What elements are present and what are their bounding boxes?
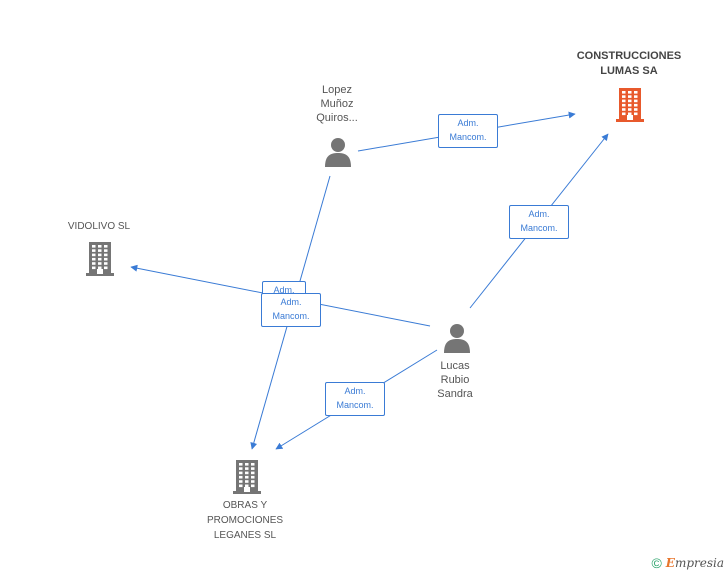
vidolivo-building-icon[interactable] [84, 240, 116, 281]
vidolivo-label[interactable]: VIDOLIVO SL [67, 220, 131, 232]
lopez-label[interactable]: Lopez Muñoz Quiros... [316, 84, 358, 124]
lucas-person-icon[interactable] [442, 323, 472, 358]
construcciones-label[interactable]: CONSTRUCCIONES LUMAS SA [576, 50, 682, 77]
edge-label-lopez-construcciones[interactable]: Adm. Mancom. [438, 114, 498, 148]
footer-brand: © Empresia [651, 555, 724, 571]
edge-label-lopez-obras[interactable]: Adm. Mancom. [261, 293, 321, 327]
lopez-person-icon[interactable] [323, 137, 353, 172]
edge-label-lucas-obras[interactable]: Adm. Mancom. [325, 382, 385, 416]
brand-logo[interactable]: Empresia [665, 556, 724, 570]
edge-label-lucas-construcciones[interactable]: Adm. Mancom. [509, 205, 569, 239]
obras-building-icon[interactable] [231, 458, 263, 499]
copyright-icon: © [651, 555, 662, 571]
obras-label[interactable]: OBRAS Y PROMOCIONES LEGANES SL [206, 499, 284, 541]
lucas-label[interactable]: Lucas Rubio Sandra [437, 360, 473, 400]
construcciones-building-icon[interactable] [614, 86, 646, 127]
